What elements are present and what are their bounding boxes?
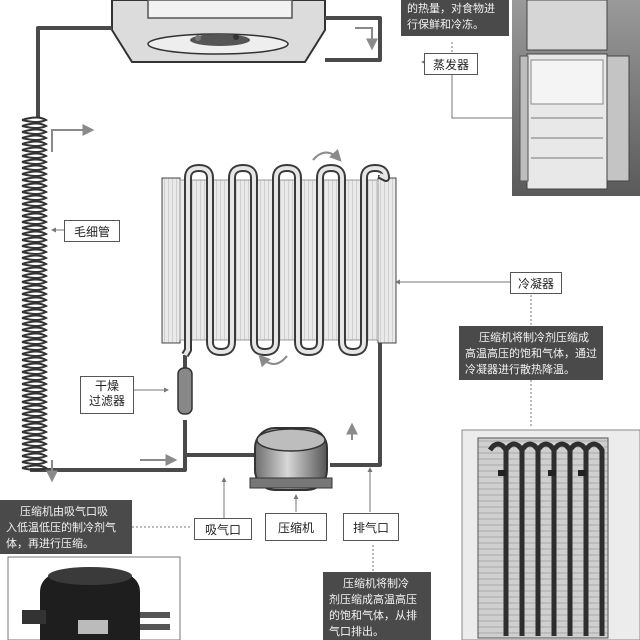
photo-condenser-tube: [583, 441, 605, 636]
filter-drier: [177, 367, 193, 415]
condenser-note: 压缩机将制冷剂压缩成 高温高压的饱和气体，通过 冷凝器进行散热降温。: [459, 326, 603, 380]
exhaust-note-line-1: 压缩机将制冷: [343, 577, 409, 590]
exhaust-note-line-4: 气口排出。: [329, 625, 384, 638]
compressor-label: 压缩机: [265, 513, 327, 541]
exhaust-port-label: 排气口: [343, 513, 399, 541]
filter-drier-label-line-1: 干燥: [94, 379, 119, 393]
exhaust-note-line-2: 剂压缩成高温高压: [329, 593, 417, 606]
condenser-coil: [161, 164, 397, 358]
suction-port-label: 吸气口: [194, 518, 252, 540]
capillary-coil: [21, 116, 49, 471]
suction-note-line-3: 体，再进行压缩。: [6, 537, 94, 550]
condenser-label: 冷凝器: [510, 272, 562, 294]
filter-drier-label-line-2: 过滤器: [88, 394, 125, 408]
suction-note: 压缩机由吸气口吸 入低温低压的制冷剂气 体，再进行压缩。: [0, 500, 132, 554]
condenser-photo: [461, 429, 640, 640]
evaporator-label: 蒸发器: [424, 53, 478, 75]
flow-arrows: [46, 27, 378, 483]
leader-lines: [51, 42, 532, 572]
compressor-photo: [7, 556, 181, 640]
capillary-label: 毛细管: [64, 220, 120, 242]
condenser-note-line-3: 冷凝器进行散热降温。: [465, 363, 575, 376]
condenser-note-line-2: 高温高压的饱和气体，通过: [465, 347, 597, 360]
exhaust-note-line-3: 的饱和气体，从排: [329, 609, 417, 622]
refrigerator-photo: [512, 0, 640, 196]
evaporator-note-line-2: 行保鲜和冷冻。: [407, 18, 484, 31]
compressor: [249, 427, 333, 491]
evaporator-note-line-1: 的热量，对食物进: [407, 2, 495, 15]
evaporator-unit: [111, 0, 326, 63]
exhaust-note: 压缩机将制冷 剂压缩成高温高压 的饱和气体，从排 气口排出。: [323, 572, 431, 640]
condenser-note-line-1: 压缩机将制冷剂压缩成: [479, 331, 589, 344]
suction-note-line-2: 入低温低压的制冷剂气: [6, 521, 116, 534]
filter-drier-label: 干燥 过滤器: [80, 376, 134, 414]
suction-note-line-1: 压缩机由吸气口吸: [20, 505, 108, 518]
evaporator-note: 的热量，对食物进 行保鲜和冷冻。: [401, 0, 509, 36]
